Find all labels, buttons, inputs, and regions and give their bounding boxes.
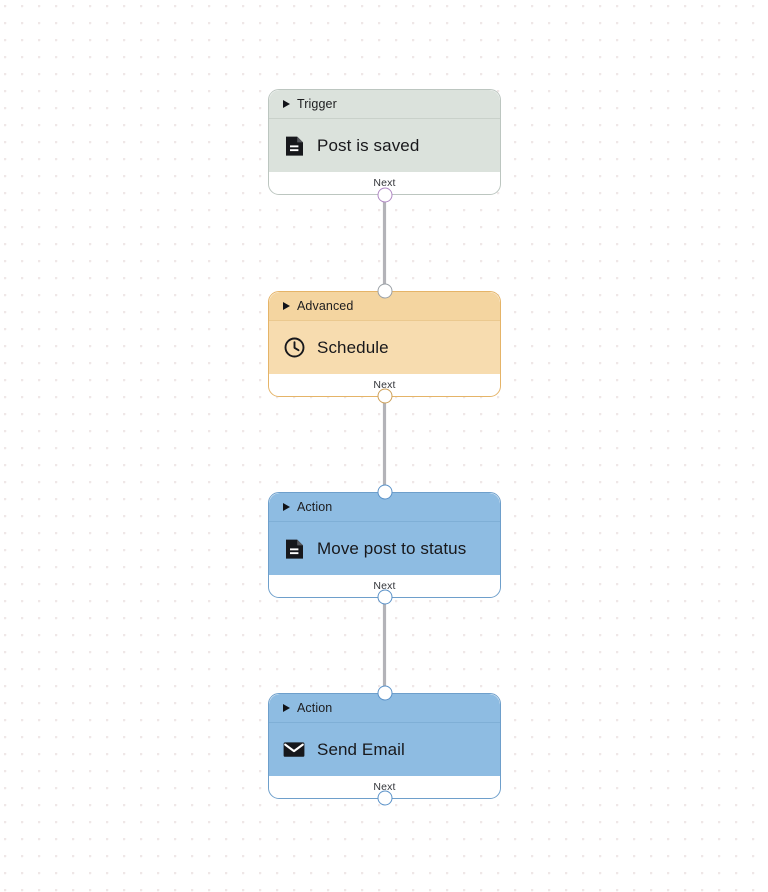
clock-icon xyxy=(283,337,305,359)
node-footer-next[interactable]: Next xyxy=(269,172,500,194)
workflow-node-advanced[interactable]: Advanced Schedule Next xyxy=(268,291,501,397)
node-source-handle-action-move-post[interactable] xyxy=(377,589,392,605)
node-header-advanced[interactable]: Advanced xyxy=(269,292,500,321)
node-target-handle-action-send-email[interactable] xyxy=(377,685,392,701)
node-footer-next[interactable]: Next xyxy=(269,575,500,597)
document-icon xyxy=(283,135,305,157)
node-body-action[interactable]: Move post to status xyxy=(269,522,500,575)
node-body-advanced[interactable]: Schedule xyxy=(269,321,500,374)
node-header-label: Action xyxy=(297,500,333,514)
document-icon xyxy=(283,538,305,560)
node-footer-next[interactable]: Next xyxy=(269,776,500,798)
node-target-handle-action-move-post[interactable] xyxy=(377,484,392,500)
collapse-triangle-icon[interactable] xyxy=(283,503,290,511)
node-title: Schedule xyxy=(317,337,389,357)
node-source-handle-action-send-email[interactable] xyxy=(377,790,392,806)
node-body-action[interactable]: Send Email xyxy=(269,723,500,776)
workflow-node-action-send-email[interactable]: Action Send Email Next xyxy=(268,693,501,799)
node-title: Move post to status xyxy=(317,538,467,558)
node-title: Send Email xyxy=(317,739,405,759)
collapse-triangle-icon[interactable] xyxy=(283,704,290,712)
node-footer-label: Next xyxy=(373,781,396,793)
node-header-label: Trigger xyxy=(297,97,337,111)
node-source-handle-advanced[interactable] xyxy=(377,388,392,404)
node-source-handle-trigger[interactable] xyxy=(377,187,392,203)
node-title: Post is saved xyxy=(317,135,420,155)
node-target-handle-advanced[interactable] xyxy=(377,283,392,299)
collapse-triangle-icon[interactable] xyxy=(283,100,290,108)
node-body-trigger[interactable]: Post is saved xyxy=(269,119,500,172)
node-header-label: Advanced xyxy=(297,299,354,313)
node-footer-label: Next xyxy=(373,580,396,592)
node-footer-label: Next xyxy=(373,177,396,189)
workflow-node-trigger[interactable]: Trigger Post is saved Next xyxy=(268,89,501,195)
workflow-node-action-move-post[interactable]: Action Move post to status Next xyxy=(268,492,501,598)
envelope-icon xyxy=(283,739,305,761)
node-footer-label: Next xyxy=(373,379,396,391)
node-footer-next[interactable]: Next xyxy=(269,374,500,396)
node-header-trigger[interactable]: Trigger xyxy=(269,90,500,119)
node-header-label: Action xyxy=(297,701,333,715)
collapse-triangle-icon[interactable] xyxy=(283,302,290,310)
